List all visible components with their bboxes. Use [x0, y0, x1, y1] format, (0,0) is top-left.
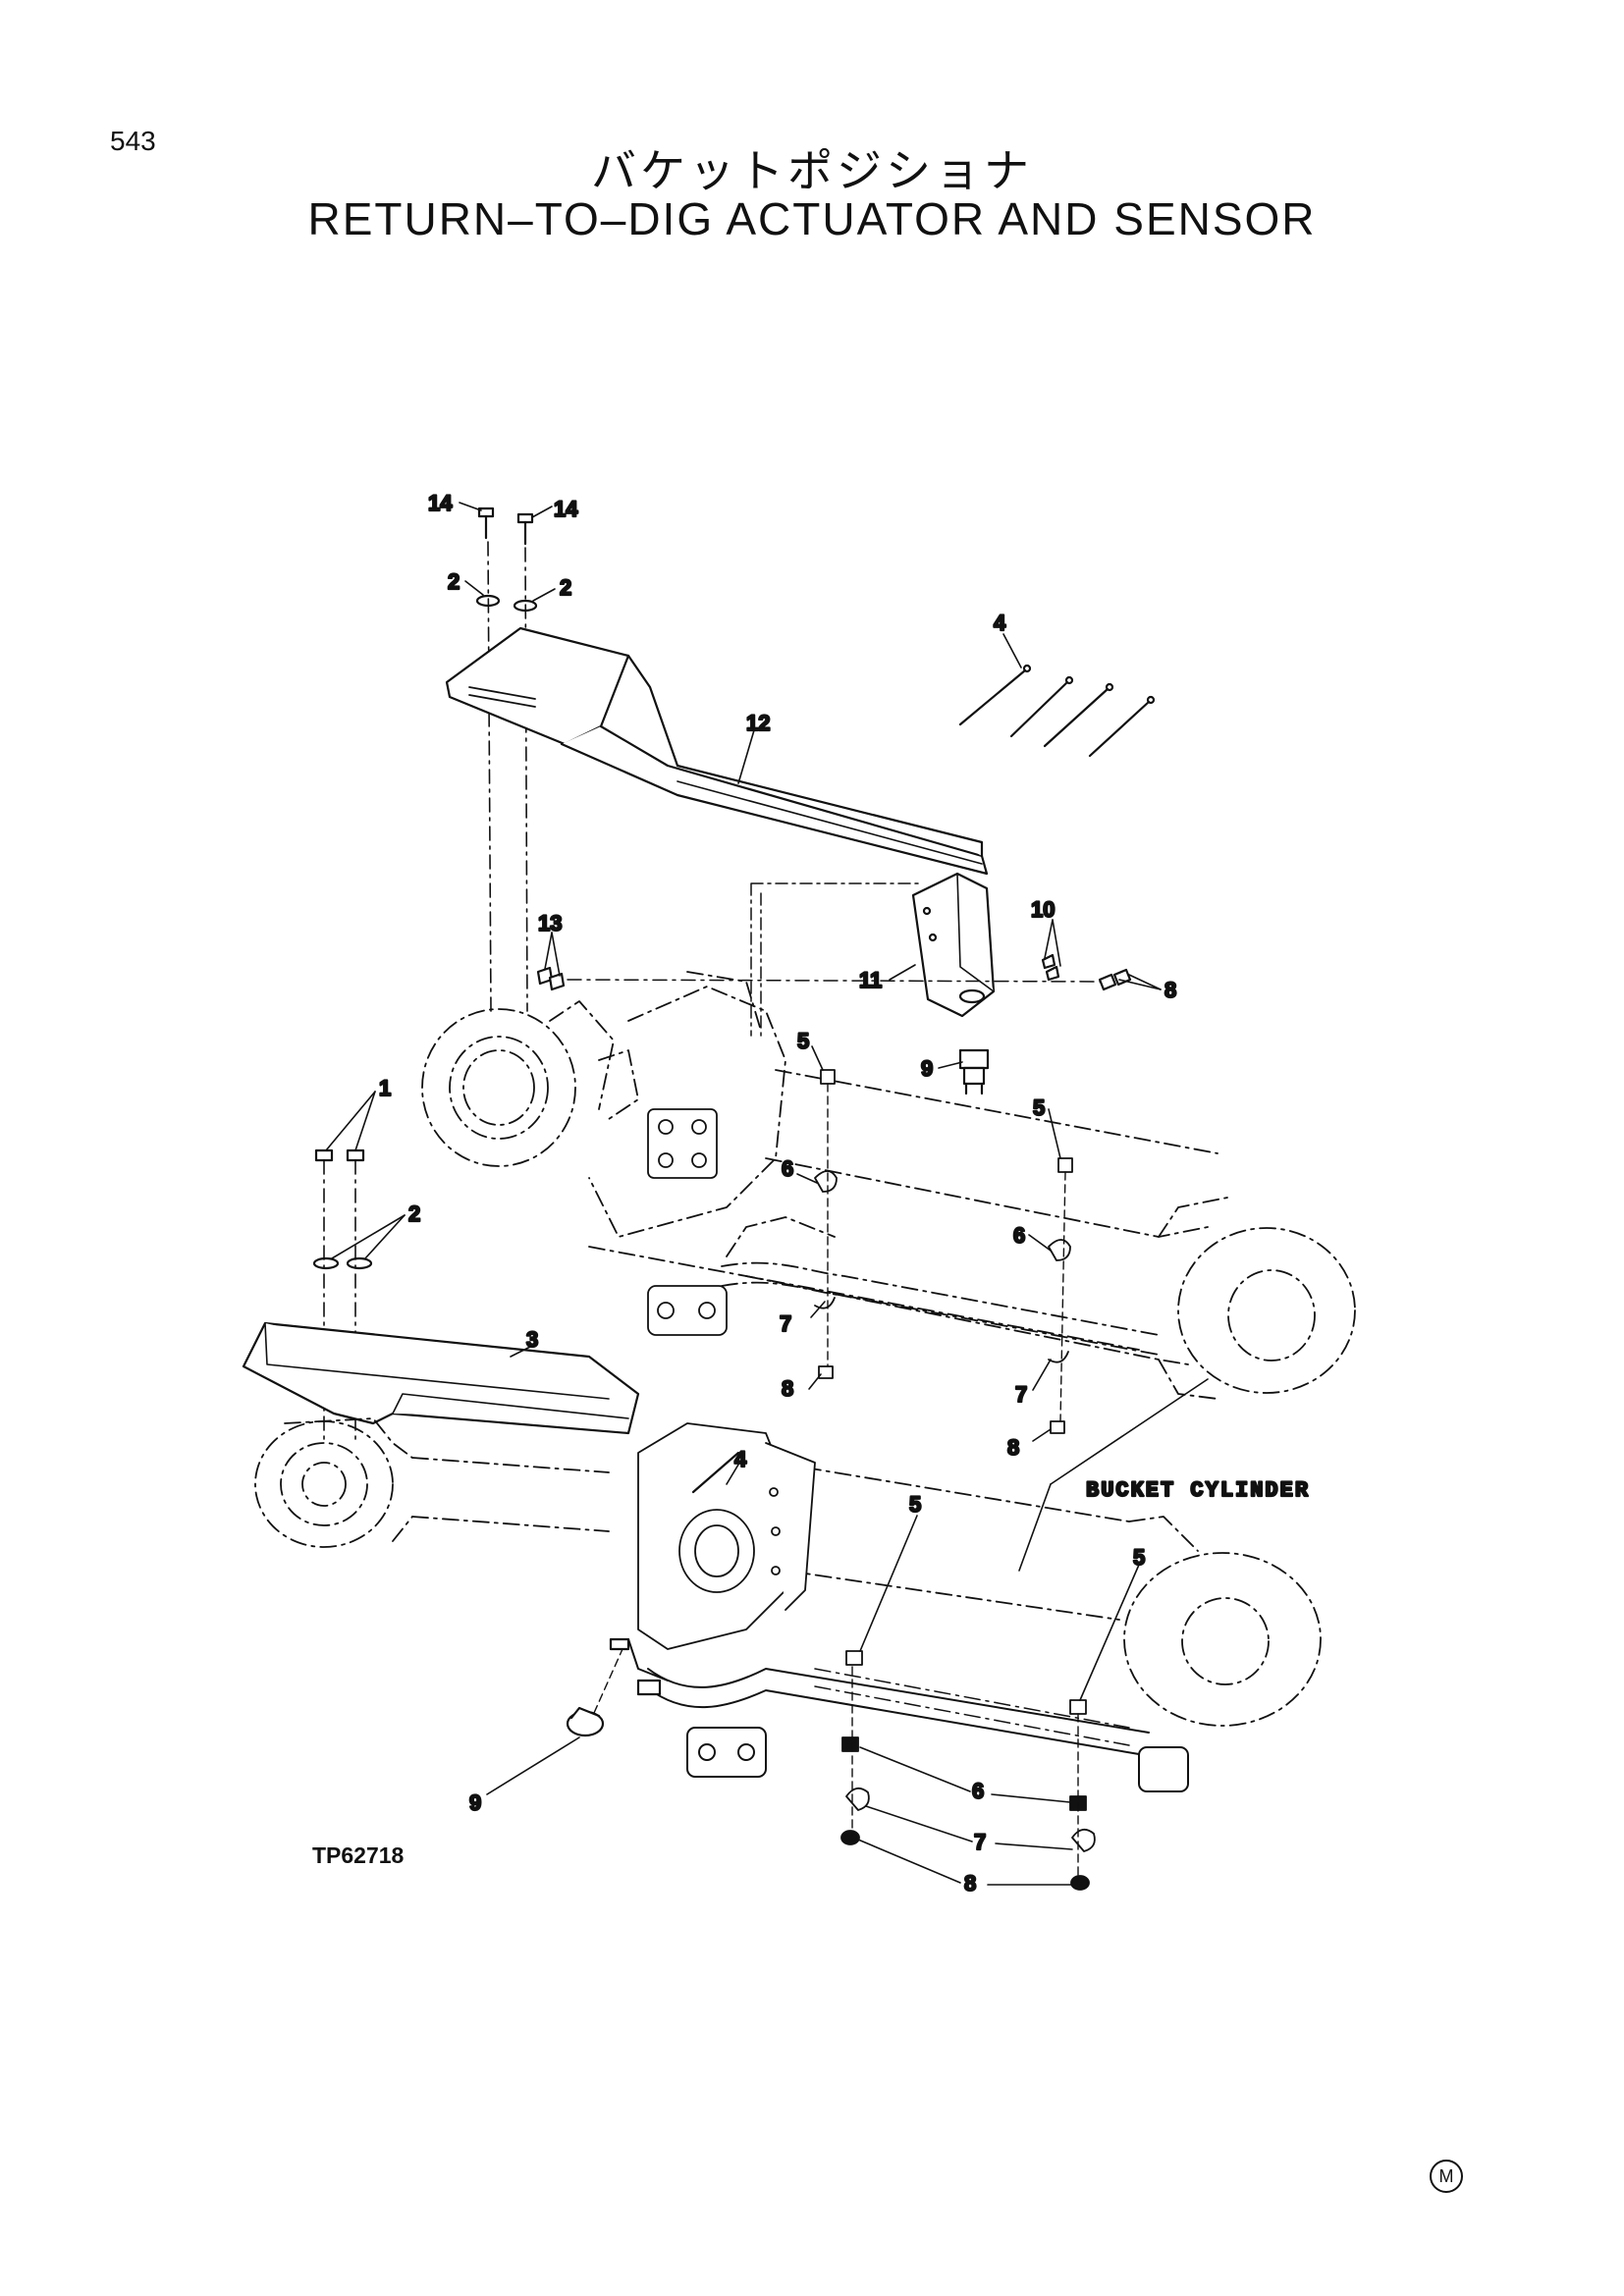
bucket-cylinder-lower: [254, 1417, 1322, 1727]
bucket-cylinder-label: BUCKET CYLINDER: [1086, 1478, 1310, 1503]
callout-3: 3: [526, 1327, 538, 1352]
callout-7-upper-right: 7: [1015, 1382, 1027, 1407]
leader-lines: [325, 502, 1209, 1886]
clamp-set-upper-left: [814, 1069, 838, 1379]
callout-8-top-right: 8: [1164, 978, 1176, 1002]
bolt-14-right: [516, 512, 534, 546]
callout-8-upper-left: 8: [782, 1376, 793, 1401]
clamp-set-lower-right: [1069, 1699, 1096, 1891]
page-number: 543: [110, 126, 156, 156]
hydraulic-fitting-lower-left: [686, 1727, 767, 1778]
manufacturer-mark: M: [1430, 2160, 1463, 2193]
callout-8-lower: 8: [964, 1871, 976, 1896]
callout-7-upper-left: 7: [780, 1311, 791, 1336]
cylinder-guard-3: [242, 1321, 640, 1435]
callout-2-top-right: 2: [560, 575, 571, 600]
callout-13: 13: [538, 911, 562, 935]
cable-ties-4: [958, 664, 1156, 758]
callout-14-left: 14: [428, 491, 453, 515]
callout-6-lower: 6: [972, 1779, 984, 1803]
position-sensor-9-lower: [566, 1706, 605, 1737]
callout-14-right: 14: [554, 497, 578, 521]
guard-bracket-12: [445, 626, 989, 876]
callout-5-lower-center: 5: [909, 1492, 921, 1517]
callout-2-top-left: 2: [448, 569, 460, 594]
callout-6-upper-right: 6: [1013, 1223, 1025, 1248]
page-title: RETURN–TO–DIG ACTUATOR AND SENSOR: [307, 193, 1317, 244]
rivet-13-pair: [536, 966, 566, 991]
sensor-bracket-11: [911, 872, 996, 1018]
nut-8-pair-top: [1098, 968, 1132, 991]
washer-2-left-b: [346, 1256, 373, 1270]
bolt-1-pair: [314, 1148, 365, 1162]
callout-9-top: 9: [921, 1056, 933, 1081]
hydraulic-hose-upper: [721, 1261, 1160, 1336]
callout-6-upper-left: 6: [782, 1156, 793, 1181]
callout-4-top: 4: [994, 611, 1006, 635]
callout-10: 10: [1031, 897, 1055, 922]
hydraulic-hose-lower: [647, 1668, 1150, 1755]
cable-tie-4-lower: [691, 1451, 740, 1494]
callout-2-left: 2: [408, 1201, 420, 1226]
callout-5-upper-left: 5: [797, 1029, 809, 1053]
page-title-japanese: バケットポジショナ: [591, 144, 1033, 197]
bucket-cylinder-upper: [421, 971, 1356, 1400]
washer-2-left-a: [312, 1256, 340, 1270]
callout-11: 11: [859, 968, 882, 992]
callout-8-upper-right: 8: [1007, 1435, 1019, 1460]
callout-1: 1: [379, 1076, 391, 1100]
screw-10-pair: [1041, 953, 1060, 982]
callout-5-upper-right: 5: [1033, 1095, 1045, 1120]
clamp-set-upper-right: [1048, 1157, 1073, 1434]
callout-9-lower: 9: [469, 1790, 481, 1815]
actuator-housing-lower: [637, 1422, 816, 1650]
clamp-set-lower-center: [840, 1650, 870, 1845]
hydraulic-fitting-lower-right: [1138, 1746, 1189, 1792]
bolt-14-left: [477, 507, 495, 540]
figure-reference-code: TP62718: [312, 1842, 405, 1868]
hydraulic-valve-upper: [647, 1108, 728, 1336]
callout-7-lower: 7: [974, 1830, 986, 1854]
callout-12: 12: [746, 711, 770, 735]
position-sensor-9-top: [958, 1048, 990, 1095]
callout-5-lower-right: 5: [1133, 1545, 1145, 1570]
callout-4-lower: 4: [734, 1447, 747, 1471]
